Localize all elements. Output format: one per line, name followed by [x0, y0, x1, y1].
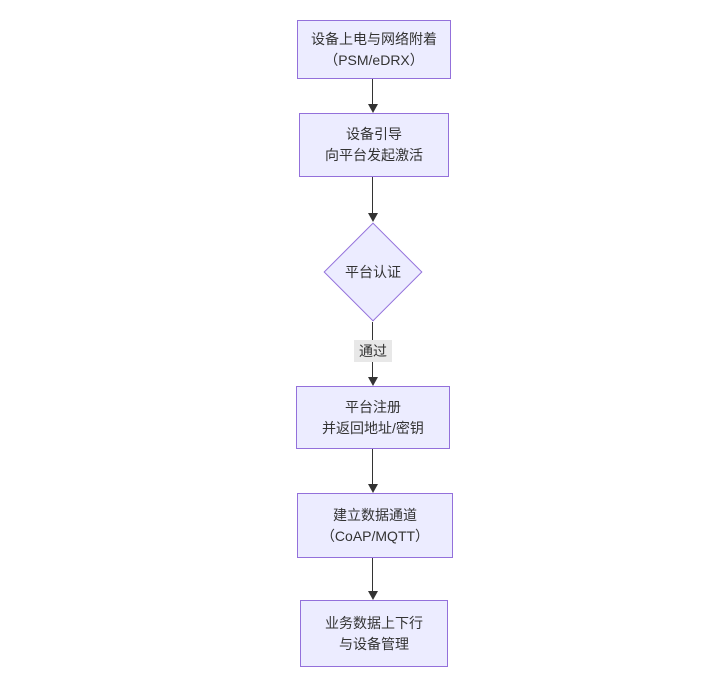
flow-arrow-2	[368, 177, 378, 222]
flow-arrow-4	[368, 449, 378, 493]
flow-node-business: 业务数据上下行 与设备管理	[300, 600, 448, 667]
arrow-line	[372, 449, 373, 485]
arrow-head-icon	[368, 484, 378, 493]
node-text-line: 设备上电与网络附着	[311, 30, 437, 47]
edge-label-pass: 通过	[354, 340, 392, 362]
flow-node-platform-auth: 平台认证	[322, 222, 424, 322]
flow-node-data-channel: 建立数据通道 （CoAP/MQTT）	[297, 493, 453, 558]
node-text-line: 设备引导	[346, 126, 402, 142]
flow-arrow-5	[368, 558, 378, 600]
arrow-head-icon	[368, 213, 378, 222]
arrow-line	[372, 177, 373, 214]
node-text-line: 平台认证	[345, 264, 401, 280]
arrow-head-icon	[368, 591, 378, 600]
arrow-line	[372, 558, 373, 592]
node-text-line: 平台注册	[345, 398, 401, 415]
node-text-line: 并返回地址/密钥	[322, 419, 424, 436]
node-text-line: 业务数据上下行	[325, 614, 423, 631]
node-text-line: 建立数据通道	[333, 506, 417, 523]
flow-node-power-attach: 设备上电与网络附着 （PSM/eDRX）	[297, 20, 451, 79]
node-text-line: （PSM/eDRX）	[324, 51, 424, 68]
arrow-head-icon	[368, 104, 378, 113]
flow-arrow-1	[368, 79, 378, 113]
flow-node-bootstrap: 设备引导 向平台发起激活	[299, 113, 449, 177]
node-text-line: （CoAP/MQTT）	[320, 527, 430, 544]
node-text-line: 向平台发起激活	[325, 147, 423, 163]
node-text-line: 与设备管理	[339, 635, 409, 652]
flow-node-register: 平台注册 并返回地址/密钥	[296, 386, 450, 449]
arrow-line	[372, 79, 373, 105]
arrow-head-icon	[368, 377, 378, 386]
